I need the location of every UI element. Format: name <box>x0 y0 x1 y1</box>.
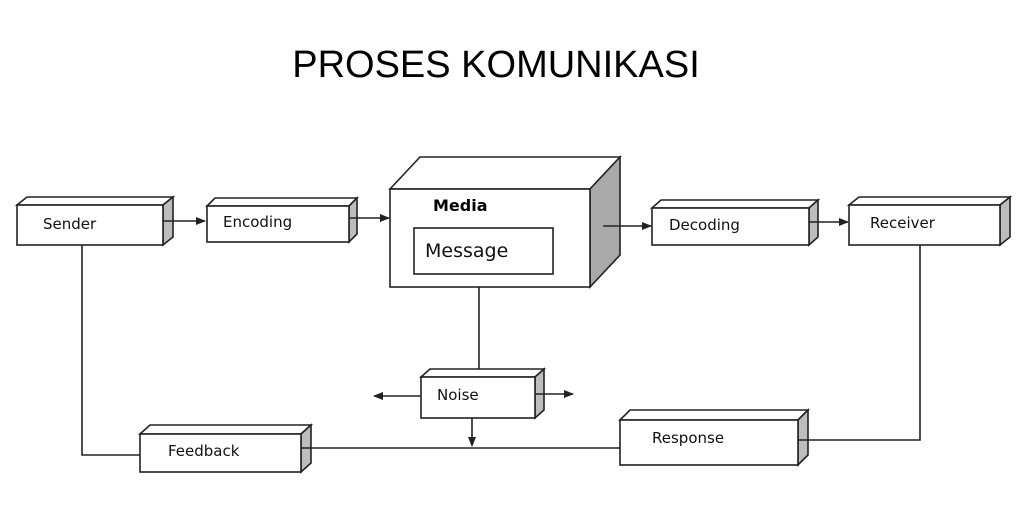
feedback-label: Feedback <box>168 442 240 460</box>
receiver-label: Receiver <box>870 214 936 232</box>
feedback-box: Feedback <box>137 423 314 474</box>
line-receiver-to-response <box>798 245 921 441</box>
media-label: Media <box>433 196 488 215</box>
decoding-label: Decoding <box>669 216 740 234</box>
receiver-box: Receiver <box>846 195 1013 247</box>
page-title: PROSES KOMUNIKASI <box>292 44 700 86</box>
response-box: Response <box>618 408 810 467</box>
media-box: Media Message <box>388 154 622 290</box>
decoding-box: Decoding <box>649 198 821 247</box>
sender-box: Sender <box>14 195 176 247</box>
noise-label: Noise <box>437 386 479 404</box>
line-feedback-to-sender <box>81 245 140 456</box>
sender-label: Sender <box>43 215 97 233</box>
noise-box: Noise <box>418 367 547 420</box>
encoding-box: Encoding <box>205 196 359 244</box>
message-box <box>413 227 554 275</box>
encoding-label: Encoding <box>223 213 292 231</box>
response-label: Response <box>652 429 724 447</box>
message-label: Message <box>425 240 508 262</box>
